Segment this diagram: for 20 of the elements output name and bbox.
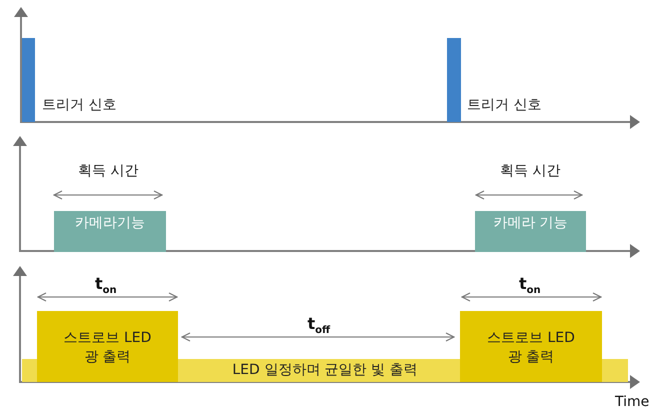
- strobe-output-box: [460, 311, 602, 382]
- box-label: 카메라기능: [74, 214, 146, 233]
- trigger-pulse-bar: [447, 38, 461, 122]
- duration-label: t$_{on}$: [95, 274, 117, 296]
- box-label: 스트로브 LED 광 출력: [62, 329, 152, 367]
- duration-label: 획득 시간: [500, 162, 560, 180]
- signal-label: 트리거 신호: [42, 96, 116, 114]
- edge-label: t$_{off}$: [308, 314, 330, 336]
- strobe-output-box: [37, 311, 178, 382]
- box-label: 스트로브 LED 광 출력: [486, 329, 576, 367]
- camera-function-box: [54, 211, 166, 252]
- signal-label: 트리거 신호: [467, 96, 542, 114]
- box-label: LED 일정하며 균일한 빛 출력: [231, 361, 419, 380]
- duration-label: t$_{on}$: [519, 274, 541, 296]
- duration-arrow: [181, 332, 455, 342]
- axis-label: Time: [615, 394, 650, 410]
- camera-function-box: [475, 211, 586, 252]
- box-label: 카메라 기능: [492, 214, 569, 233]
- duration-label: 획득 시간: [78, 162, 138, 180]
- trigger-pulse-bar: [22, 38, 35, 122]
